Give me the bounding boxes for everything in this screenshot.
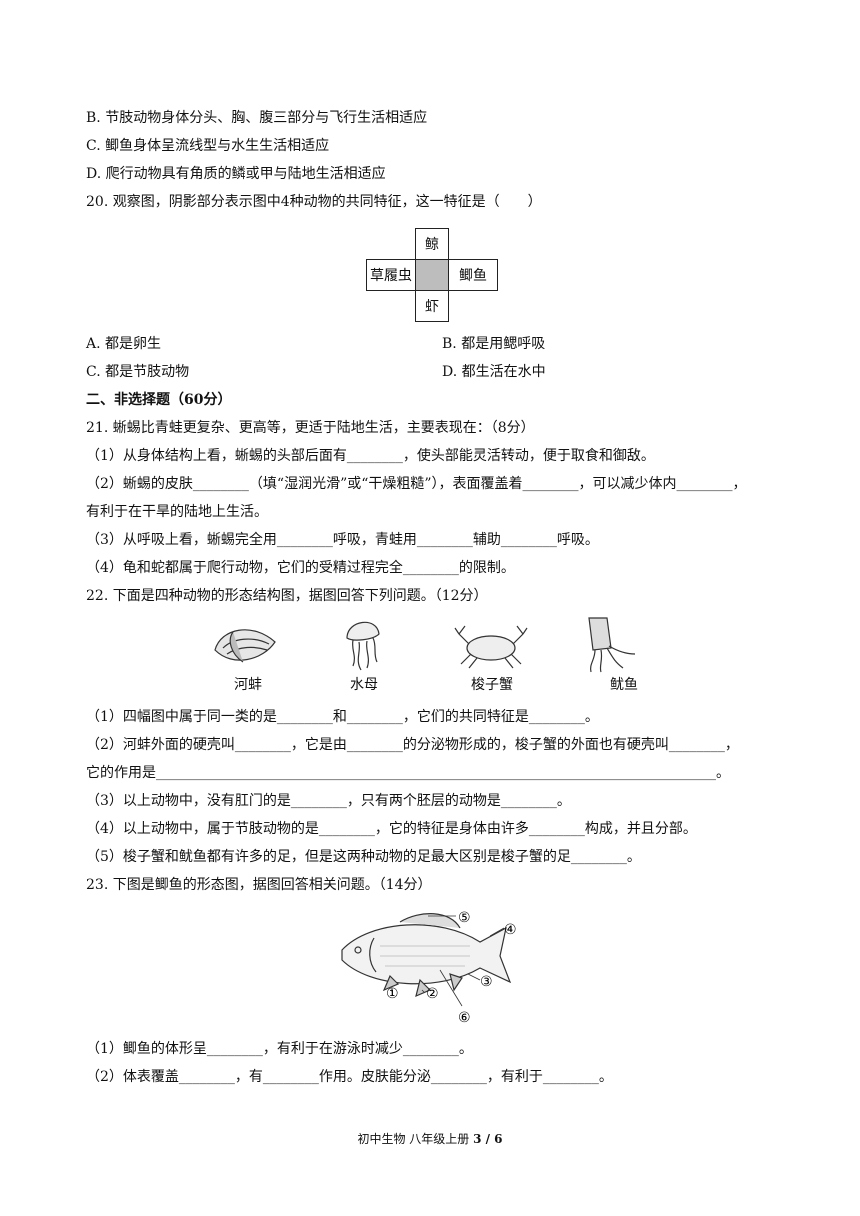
page-number: 3 / 6 bbox=[473, 1132, 503, 1146]
q22-line: （2）河蚌外面的硬壳叫________，它是由________的分泌物形成的，梭… bbox=[86, 737, 739, 753]
cross-right-crucian: 鲫鱼 bbox=[448, 259, 498, 291]
q20-option-d: D. 都生活在水中 bbox=[442, 364, 546, 380]
q22-line: （3）以上动物中，没有肛门的是________，只有两个胚层的动物是______… bbox=[86, 793, 571, 809]
animal-drawings bbox=[214, 617, 636, 673]
label-2: ② bbox=[426, 986, 439, 1002]
caption-jellyfish: 水母 bbox=[350, 677, 378, 693]
q21-line: （4）龟和蛇都属于爬行动物，它们的受精过程完全________的限制。 bbox=[86, 560, 515, 576]
caption-squid: 鱿鱼 bbox=[610, 677, 638, 693]
q19-option-d: D. 爬行动物具有角质的鳞或甲与陆地生活相适应 bbox=[86, 166, 386, 182]
q19-option-b: B. 节肢动物身体分头、胸、腹三部分与飞行生活相适应 bbox=[86, 110, 428, 126]
q22-line: （4）以上动物中，属于节肢动物的是________，它的特征是身体由许多____… bbox=[86, 821, 697, 837]
cross-center-shaded bbox=[415, 259, 449, 291]
q23-fish-figure: ⑤ ④ ③ ① ② ⑥ bbox=[330, 906, 530, 1030]
q21-stem: 21. 蜥蜴比青蛙更复杂、更高等，更适于陆地生活，主要表现在：（8分） bbox=[86, 420, 535, 436]
section-title: 二、非选择题（60分） bbox=[86, 392, 232, 408]
q20-option-c: C. 都是节肢动物 bbox=[86, 364, 190, 380]
caption-swimming-crab: 梭子蟹 bbox=[471, 677, 513, 693]
q20-cross-figure: 鲸 草履虫 鲫鱼 虾 bbox=[366, 228, 498, 322]
label-6: ⑥ bbox=[458, 1010, 471, 1026]
clam-drawing bbox=[214, 629, 276, 663]
q20-option-b: B. 都是用鳃呼吸 bbox=[442, 336, 546, 352]
cross-top-whale: 鲸 bbox=[415, 228, 449, 260]
page-footer: 初中生物 八年级上册 3 / 6 bbox=[0, 1130, 860, 1147]
q21-line: 有利于在干旱的陆地上生活。 bbox=[86, 504, 268, 520]
q19-option-c: C. 鲫鱼身体呈流线型与水生生活相适应 bbox=[86, 138, 330, 154]
q21-line: （2）蜥蜴的皮肤________（填“湿润光滑”或“干燥粗糙”），表面覆盖着__… bbox=[86, 476, 747, 492]
cross-bottom-shrimp: 虾 bbox=[415, 290, 449, 322]
q22-line: 它的作用是___________________________________… bbox=[86, 765, 730, 781]
label-4: ④ bbox=[504, 922, 517, 938]
jellyfish-drawing bbox=[346, 621, 380, 671]
q23-stem: 23. 下图是鲫鱼的形态图，据图回答相关问题。（14分） bbox=[86, 877, 432, 893]
label-5: ⑤ bbox=[458, 910, 471, 926]
q23-line: （2）体表覆盖________，有________作用。皮肤能分泌_______… bbox=[86, 1069, 613, 1085]
crucian-carp-drawing: ⑤ ④ ③ ① ② ⑥ bbox=[341, 910, 517, 1026]
q21-line: （1）从身体结构上看，蜥蜴的头部后面有________，使头部能灵活转动，便于取… bbox=[86, 448, 655, 464]
q20-option-a: A. 都是卵生 bbox=[86, 336, 162, 352]
caption-clam: 河蚌 bbox=[234, 677, 262, 693]
q22-stem: 22. 下面是四种动物的形态结构图，据图回答下列问题。（12分） bbox=[86, 588, 488, 604]
q20-stem: 20. 观察图，阴影部分表示图中4种动物的共同特征，这一特征是（ ） bbox=[86, 194, 542, 210]
q21-line: （3）从呼吸上看，蜥蜴完全用________呼吸，青蛙用________辅助__… bbox=[86, 532, 599, 548]
squid-drawing bbox=[588, 617, 636, 673]
q22-animal-figure: 河蚌 水母 梭子蟹 鱿鱼 bbox=[195, 612, 675, 698]
q23-line: （1）鲫鱼的体形呈________，有利于在游泳时减少________。 bbox=[86, 1041, 473, 1057]
label-1: ① bbox=[386, 986, 399, 1002]
footer-text: 初中生物 八年级上册 bbox=[357, 1132, 474, 1146]
q22-line: （1）四幅图中属于同一类的是________和________，它们的共同特征是… bbox=[86, 709, 599, 725]
crab-drawing bbox=[454, 625, 528, 669]
cross-left-paramecium: 草履虫 bbox=[366, 259, 416, 291]
q22-line: （5）梭子蟹和鱿鱼都有许多的足，但是这两种动物的足最大区别是梭子蟹的足_____… bbox=[86, 849, 641, 865]
label-3: ③ bbox=[480, 974, 493, 990]
